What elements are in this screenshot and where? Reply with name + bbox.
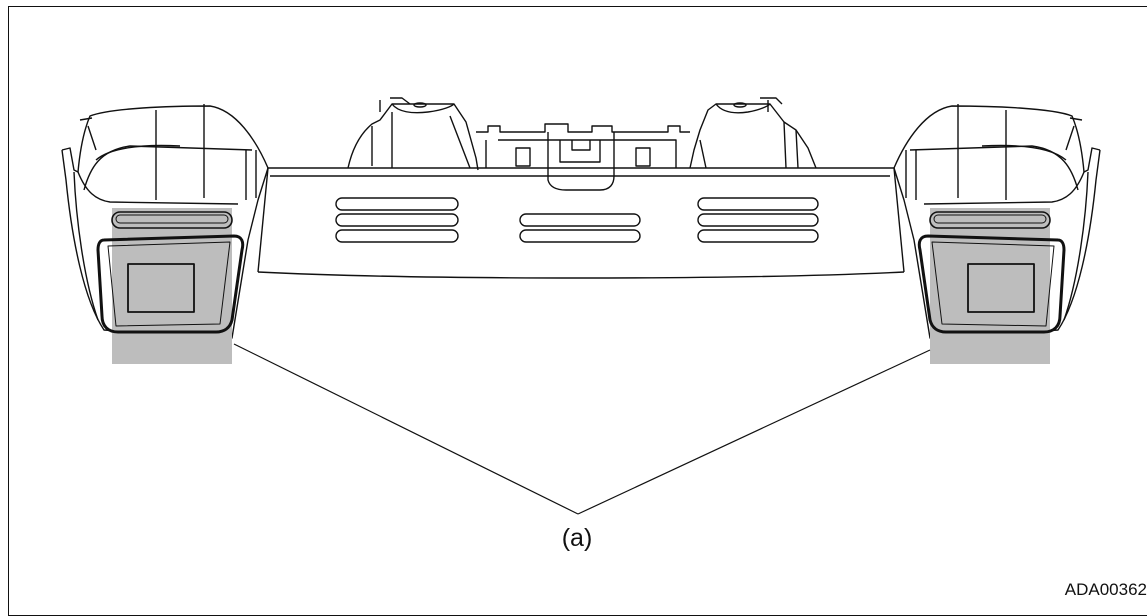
leader-line-right <box>577 349 931 515</box>
highlight-area-left <box>112 208 232 364</box>
callout-leaders <box>233 343 931 515</box>
vent-slots <box>335 197 819 243</box>
callout-label: (a) <box>561 524 593 552</box>
vent-group-right <box>697 197 819 243</box>
bumper-body <box>257 167 905 279</box>
vehicle-rear-diagram <box>61 97 1101 515</box>
vent-group-center <box>519 213 641 243</box>
left-side-unit <box>61 104 269 364</box>
top-components <box>347 97 817 191</box>
figure-code: ADA00362 <box>1064 580 1147 599</box>
vent-group-left <box>335 197 459 243</box>
left-plate-recess <box>127 263 195 313</box>
leader-line-left <box>233 343 579 515</box>
right-side-unit <box>893 104 1101 364</box>
